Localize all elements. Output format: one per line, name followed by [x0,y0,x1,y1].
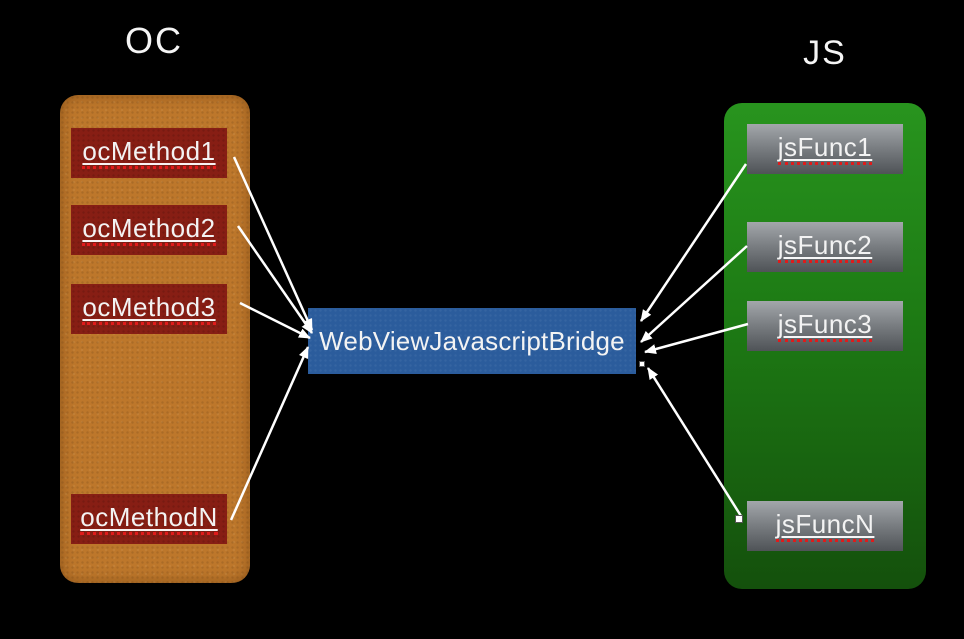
arrow-ocmethod3-to-bridge [239,301,311,340]
oc-method-2-node[interactable]: ocMethod2 [71,205,227,255]
misspell-underline: jsFunc3 [777,308,873,343]
selection-handle-bridge-end[interactable] [639,361,645,367]
oc-method-1-node[interactable]: ocMethod1 [71,128,227,178]
misspell-underline: jsFuncN [775,508,875,543]
oc-method-1-label: ocMethod1 [82,135,216,166]
js-func-2-node[interactable]: jsFunc2 [747,222,903,272]
js-heading: JS [803,34,847,72]
selection-handle-jsfuncn-end[interactable] [735,515,743,523]
oc-method-3-label: ocMethod3 [82,291,216,322]
oc-method-n-label: ocMethodN [80,501,218,532]
bridge-node[interactable]: WebViewJavascriptBridge [308,308,636,374]
js-func-1-node[interactable]: jsFunc1 [747,124,903,174]
misspell-underline: jsFunc1 [777,131,873,166]
oc-heading: OC [125,20,183,61]
js-func-1-label: jsFunc1 [777,131,873,162]
oc-method-3-node[interactable]: ocMethod3 [71,284,227,334]
bridge-label: WebViewJavascriptBridge [319,325,625,356]
misspell-underline: ocMethodN [80,501,218,536]
js-func-n-node[interactable]: jsFuncN [747,501,903,551]
oc-method-2-label: ocMethod2 [82,212,216,243]
oc-method-n-node[interactable]: ocMethodN [71,494,227,544]
oc-panel[interactable]: ocMethod1 ocMethod2 ocMethod3 ocMethodN [60,95,250,583]
js-func-n-label: jsFuncN [775,508,875,539]
js-func-3-node[interactable]: jsFunc3 [747,301,903,351]
misspell-underline: ocMethod1 [82,135,216,170]
misspell-underline: ocMethod3 [82,291,216,326]
js-func-3-label: jsFunc3 [777,308,873,339]
js-panel[interactable]: jsFunc1 jsFunc2 jsFunc3 jsFuncN [724,103,926,589]
misspell-underline: jsFunc2 [777,229,873,264]
js-func-2-label: jsFunc2 [777,229,873,260]
misspell-underline: ocMethod2 [82,212,216,247]
